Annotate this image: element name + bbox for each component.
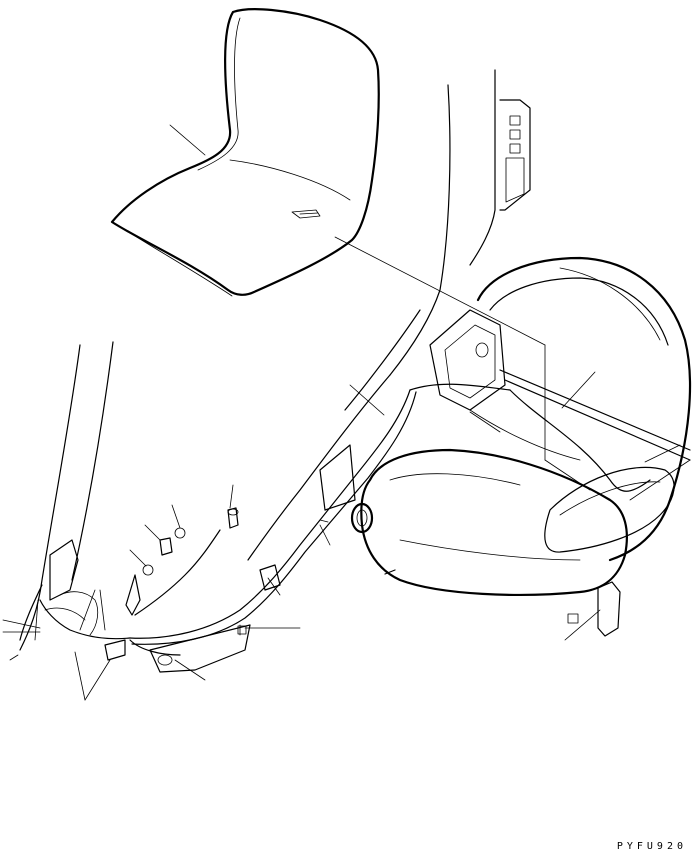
wiring-harness — [39, 383, 651, 673]
operator-seat — [350, 256, 692, 637]
callout-leaders — [2, 344, 691, 701]
seat-cover — [110, 8, 380, 297]
leader-line — [169, 124, 206, 156]
cab-frame — [247, 69, 531, 561]
left-cab-wall — [9, 341, 114, 661]
figure-code: PYFU920 — [616, 841, 687, 852]
